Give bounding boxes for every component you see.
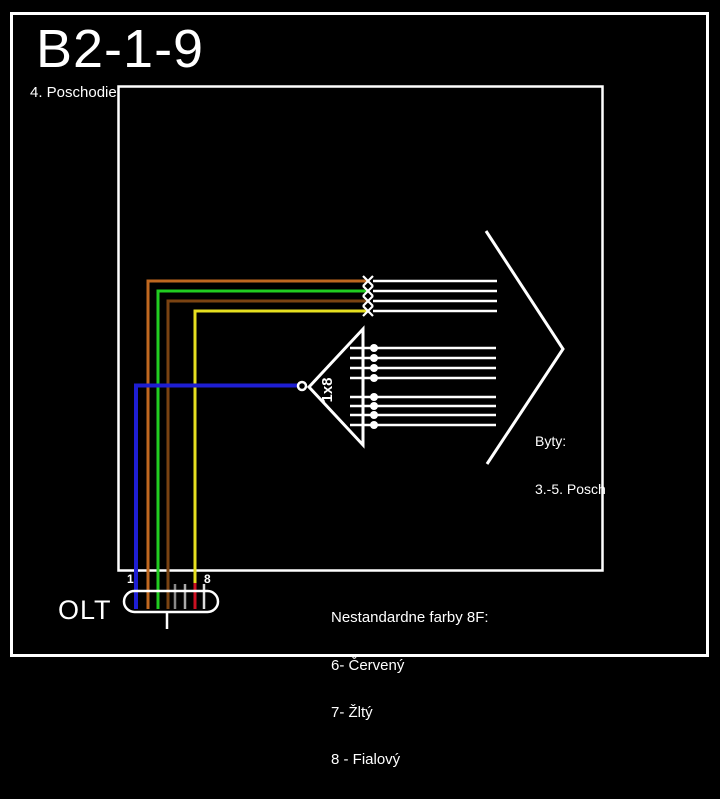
fiber-yellow-path (193, 309, 368, 583)
splitter-ratio-label: 1x8 (318, 377, 336, 403)
output-connector-dots (370, 344, 378, 429)
byty-line1: Byty: (535, 433, 567, 449)
fiber-brown-path (166, 299, 368, 609)
floor-frame (117, 85, 604, 572)
splice-x-icon (362, 285, 374, 297)
legend-item-purple: 8 - Fialový (331, 750, 401, 768)
splice-x-icon (362, 295, 374, 307)
outer-border (10, 12, 709, 657)
legend-item-yellow: 7- Žltý (331, 703, 373, 721)
olt-port-8-label: 8 (204, 572, 211, 586)
olt-port-ticks (173, 584, 206, 609)
connector-dot (370, 411, 378, 419)
connector-dot (370, 402, 378, 410)
byty-chevron (484, 230, 565, 465)
connector-dot (370, 374, 378, 382)
legend-nonstandard-colors: Nestandardne farby 8F: 6- Červený 7- Žlt… (331, 579, 489, 799)
fiber-green-path (156, 289, 368, 609)
fiber-blue-path (134, 383, 298, 609)
byty-label: Byty: 3.-5. Posch (535, 401, 606, 529)
diagram-svg (10, 12, 709, 657)
connector-dot (370, 364, 378, 372)
fiber-paths (134, 279, 368, 609)
floor-label: 4. Poschodie (30, 84, 117, 101)
diagram-canvas: B2-1-9 4. Poschodie 1x8 Byty: 3.-5. Posc… (10, 12, 709, 767)
feeder-white-lines (373, 279, 497, 313)
olt-port-1-label: 1 (127, 572, 134, 586)
olt-label: OLT (58, 595, 112, 625)
splitter-input-connector (296, 380, 308, 392)
olt-device-body (122, 589, 220, 614)
connector-dot (370, 354, 378, 362)
connector-dot (370, 393, 378, 401)
byty-line2: 3.-5. Posch (535, 481, 606, 497)
splitter-triangle (306, 325, 365, 449)
page-title: B2-1-9 (36, 19, 205, 79)
fiber-orange-path (146, 279, 368, 609)
splice-x-icon (362, 275, 374, 287)
legend-heading: Nestandardne farby 8F: (331, 609, 489, 627)
splice-marks (362, 275, 374, 317)
legend-item-red: 6- Červený (331, 656, 405, 674)
connector-dot (370, 344, 378, 352)
splice-x-icon (362, 305, 374, 317)
connector-dot (370, 421, 378, 429)
